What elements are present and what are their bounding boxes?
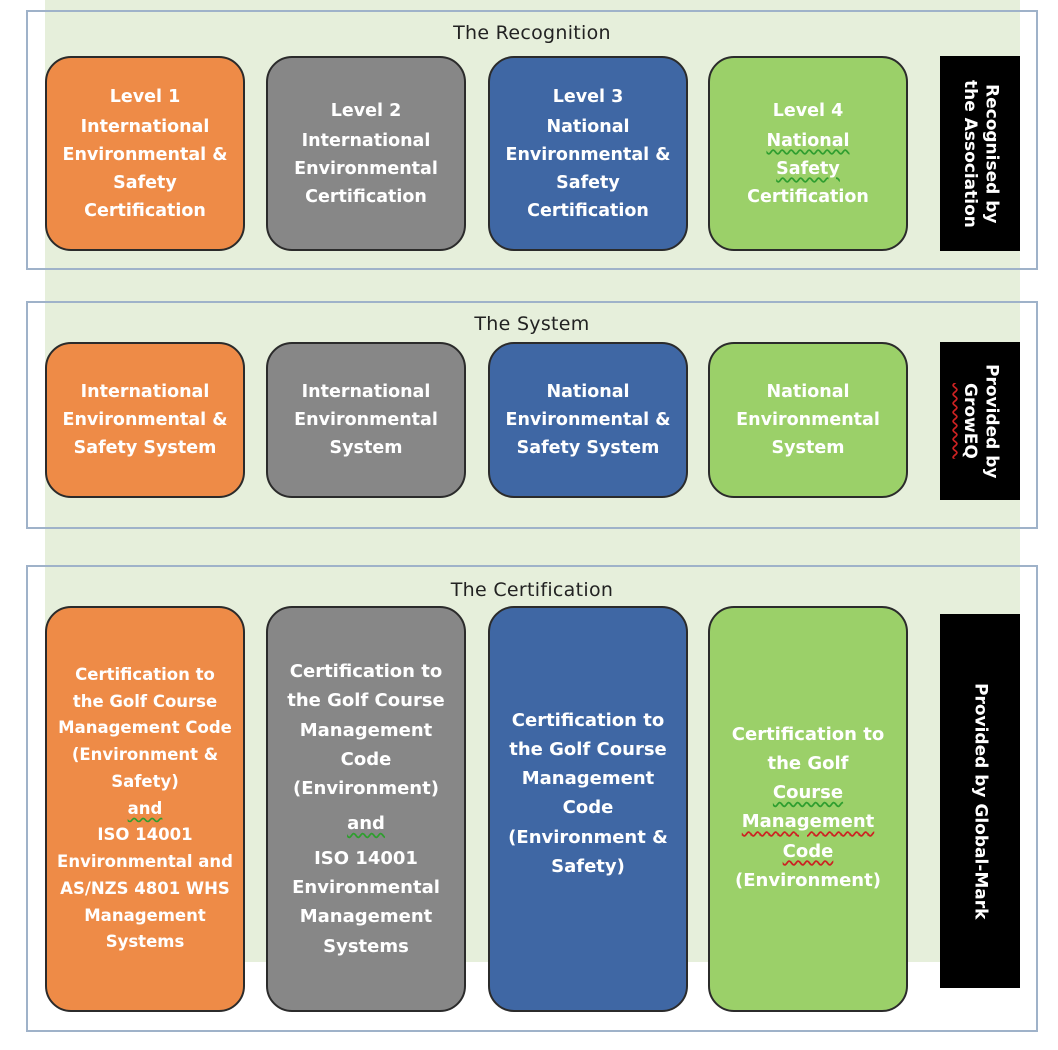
certification-text-b: ISO 14001 Environmental and AS/NZS 4801 …: [57, 825, 233, 952]
certification-text-a: Certification to the Golf Course Managem…: [287, 661, 445, 799]
recognition-level-3-box: Level 3 National Environmental & Safety …: [488, 56, 688, 251]
side-label-text: Provided by Global-Mark: [970, 682, 991, 920]
side-line-1: Provided by: [981, 363, 1002, 479]
level-description: International Environmental & Safety Cer…: [62, 116, 228, 221]
system-title: The System: [474, 313, 590, 335]
system-box-4: National Environmental System: [708, 342, 908, 498]
provided-by-global-mark-label: Provided by Global-Mark: [940, 614, 1020, 988]
recognition-level-2-box: Level 2 International Environmental Cert…: [266, 56, 466, 251]
certification-and: and: [127, 798, 163, 818]
system-section: The System: [26, 301, 1038, 529]
system-box-1: International Environmental & Safety Sys…: [45, 342, 245, 498]
certification-text-a: Certification to the Golf Course Managem…: [508, 710, 668, 877]
recognised-by-label: Recognised by the Association: [940, 56, 1020, 251]
certification-text-c: Management: [741, 811, 875, 833]
level-label: Level 2: [330, 100, 402, 121]
system-description: International Environmental & Safety Sys…: [62, 382, 228, 458]
level-description-line-3: Certification: [747, 186, 869, 207]
level-description: National Environmental & Safety Certific…: [505, 116, 671, 221]
side-line-2: GrowEQ: [960, 383, 980, 459]
level-description-line-1: National: [766, 130, 850, 151]
certification-text-b: Course: [772, 782, 844, 804]
certification-box-2: Certification to the Golf Course Managem…: [266, 606, 466, 1012]
level-description: International Environmental Certificatio…: [294, 130, 438, 207]
certification-and: and: [347, 813, 385, 834]
recognition-section: The Recognition: [26, 10, 1038, 270]
certification-box-1: Certification to the Golf Course Managem…: [45, 606, 245, 1012]
system-box-3: National Environmental & Safety System: [488, 342, 688, 498]
side-line-2: the Association: [960, 79, 980, 228]
certification-text-b: ISO 14001 Environmental Management Syste…: [292, 848, 440, 957]
level-label: Level 3: [552, 86, 624, 107]
certification-box-3: Certification to the Golf Course Managem…: [488, 606, 688, 1012]
system-description: National Environmental & Safety System: [505, 382, 671, 458]
certification-text-a: Certification to the Golf: [731, 724, 885, 775]
certification-box-4: Certification to the Golf Course Managem…: [708, 606, 908, 1012]
provided-by-groweq-label: Provided by GrowEQ: [940, 342, 1020, 500]
certification-text-a: Certification to the Golf Course Managem…: [58, 665, 232, 791]
level-label: Level 4: [772, 100, 844, 121]
side-line-1: Recognised by: [981, 83, 1002, 224]
certification-title: The Certification: [450, 579, 614, 601]
level-description-line-2: Safety: [776, 158, 840, 179]
level-label: Level 1: [109, 86, 181, 107]
system-box-2: International Environmental System: [266, 342, 466, 498]
certification-text-d: Code: [782, 840, 834, 862]
system-description: National Environmental System: [736, 382, 880, 458]
recognition-level-1-box: Level 1 International Environmental & Sa…: [45, 56, 245, 251]
recognition-title: The Recognition: [453, 22, 611, 44]
system-description: International Environmental System: [294, 382, 438, 458]
certification-text-e: (Environment): [735, 869, 881, 891]
recognition-level-4-box: Level 4 National Safety Certification: [708, 56, 908, 251]
